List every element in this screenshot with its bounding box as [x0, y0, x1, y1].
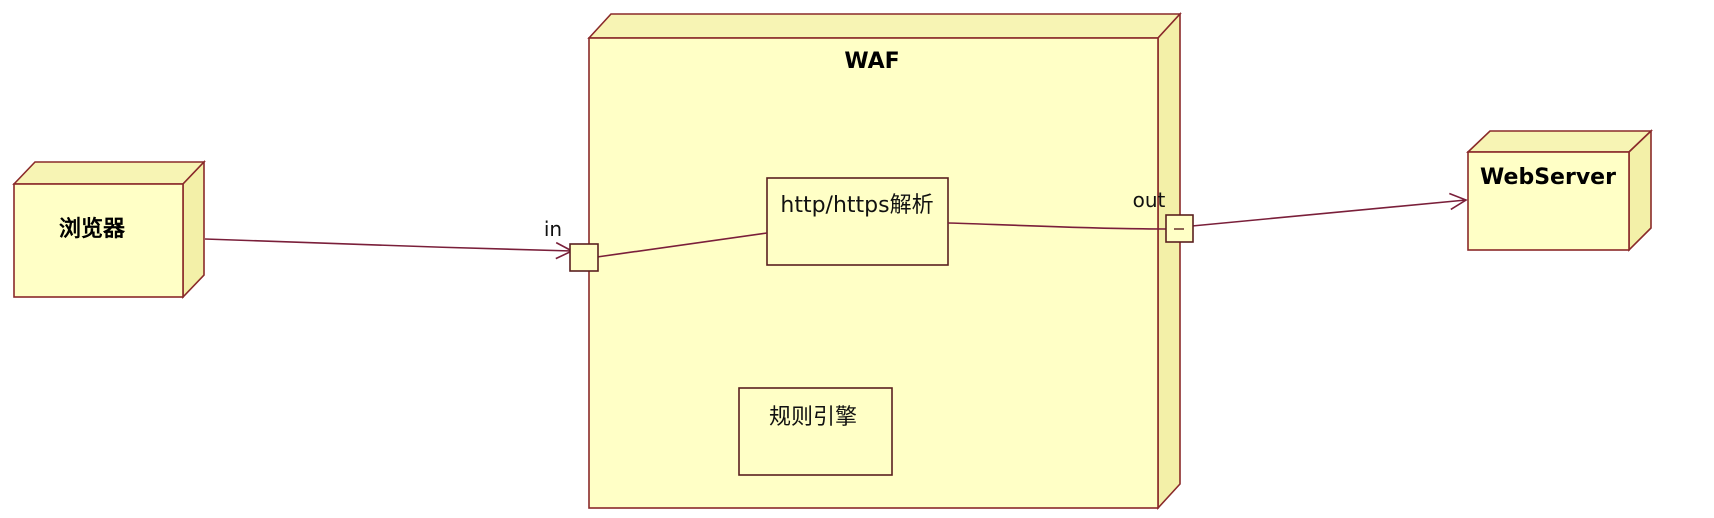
in-to-parser-connector [596, 232, 768, 258]
out-port-label: out [1133, 188, 1166, 212]
browser-node[interactable]: 浏览器 [12, 160, 206, 299]
parser-to-out-connector [947, 222, 1167, 230]
waf-node-label: WAF [844, 49, 899, 74]
in-port[interactable]: in [544, 217, 599, 272]
browser-to-in-connector [204, 238, 574, 260]
rule-engine-component-label: 规则引擎 [769, 405, 857, 430]
webserver-node[interactable]: WebServer [1466, 129, 1653, 252]
out-to-webserver-connector [1191, 192, 1468, 227]
parser-component-label: http/https解析 [780, 193, 933, 218]
out-port[interactable]: out [1133, 188, 1194, 243]
in-port-label: in [544, 217, 562, 241]
parser-component[interactable]: http/https解析 [766, 177, 949, 266]
rule-engine-component[interactable]: 规则引擎 [738, 387, 893, 476]
webserver-node-label: WebServer [1480, 165, 1616, 190]
browser-node-label: 浏览器 [59, 216, 126, 242]
